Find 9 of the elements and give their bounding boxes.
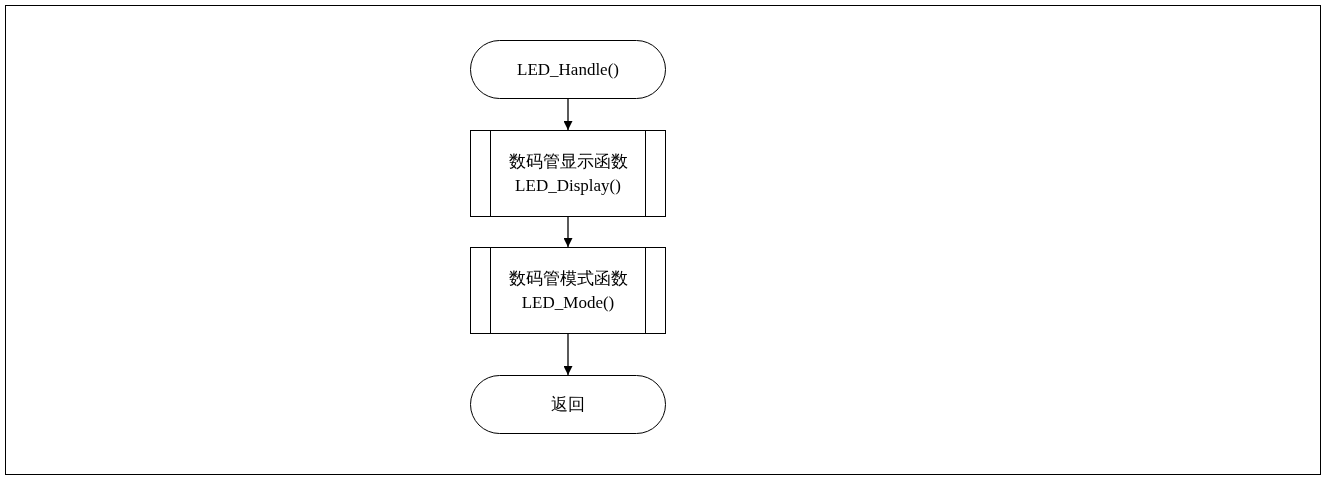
node-text: 数码管模式函数 LED_Mode() xyxy=(507,267,629,314)
node-text: 返回 xyxy=(550,393,586,416)
arrow xyxy=(563,216,573,248)
node-text: 数码管显示函数 LED_Display() xyxy=(507,150,629,197)
arrow xyxy=(563,333,573,376)
subprocess-box xyxy=(470,247,666,334)
node-text: LED_Handle() xyxy=(516,58,620,81)
subprocess-box xyxy=(470,130,666,217)
arrow xyxy=(563,98,573,131)
